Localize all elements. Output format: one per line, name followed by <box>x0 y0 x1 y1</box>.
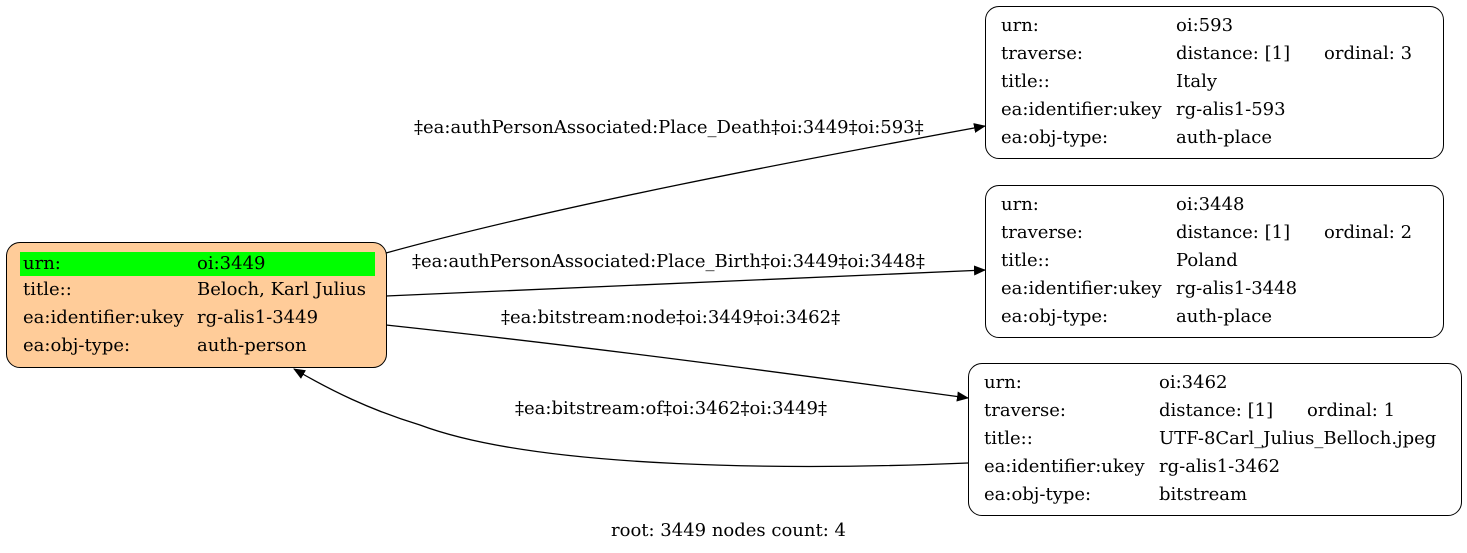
node-ukey-key: ea:identifier:ukey <box>1001 278 1162 299</box>
node-title-key: title:: <box>984 428 1033 449</box>
node-urn-key: urn: <box>1001 194 1039 215</box>
node-urn-value: oi:593 <box>1176 15 1234 36</box>
node-distance: distance: [1] <box>1159 400 1274 421</box>
node-ukey-key: ea:identifier:ukey <box>1001 99 1162 120</box>
root-ukey-value: rg-alis1-3449 <box>197 307 319 328</box>
root-urn-value-cell: oi:3449 <box>194 252 375 276</box>
root-type-value: auth-person <box>197 335 307 356</box>
node-ordinal: ordinal: 1 <box>1307 400 1396 421</box>
node-traverse-key: traverse: <box>1001 43 1083 64</box>
node-title-key: title:: <box>1001 71 1050 92</box>
edge-place-death <box>385 123 986 254</box>
node-type-value: bitstream <box>1159 484 1248 505</box>
node-oi-3462[interactable]: urn: oi:3462 traverse: distance: [1] ord… <box>968 363 1462 516</box>
node-urn-value: oi:3448 <box>1176 194 1245 215</box>
edge-bitstream-of <box>293 368 969 468</box>
node-urn-key: urn: <box>984 372 1022 393</box>
root-urn-key-cell: urn: <box>20 252 194 276</box>
node-ordinal: ordinal: 2 <box>1324 222 1413 243</box>
node-distance: distance: [1] <box>1176 222 1291 243</box>
node-oi-593[interactable]: urn: oi:593 traverse: distance: [1] ordi… <box>985 6 1444 159</box>
node-ukey-value: rg-alis1-3448 <box>1176 278 1298 299</box>
root-title-value: Beloch, Karl Julius <box>197 279 367 300</box>
node-type-value: auth-place <box>1176 306 1272 327</box>
node-title-value: Poland <box>1176 250 1238 271</box>
root-type-key: ea:obj-type: <box>23 335 131 356</box>
node-title-value: UTF-8Carl_Julius_Belloch.jpeg <box>1159 428 1437 449</box>
node-ukey-key: ea:identifier:ukey <box>984 456 1145 477</box>
node-urn-value: oi:3462 <box>1159 372 1228 393</box>
node-title-key: title:: <box>1001 250 1050 271</box>
edge-label-bitstream-of: ‡ea:bitstream:of‡oi:3462‡oi:3449‡ <box>515 398 827 419</box>
node-urn-key: urn: <box>1001 15 1039 36</box>
edge-bitstream-node <box>385 324 969 402</box>
graph-footer: root: 3449 nodes count: 4 <box>611 520 846 541</box>
node-type-key: ea:obj-type: <box>984 484 1092 505</box>
node-distance: distance: [1] <box>1176 43 1291 64</box>
node-oi-3448[interactable]: urn: oi:3448 traverse: distance: [1] ord… <box>985 185 1444 338</box>
node-ukey-value: rg-alis1-593 <box>1176 99 1286 120</box>
node-type-key: ea:obj-type: <box>1001 127 1109 148</box>
edge-label-place-death: ‡ea:authPersonAssociated:Place_Death‡oi:… <box>414 117 924 138</box>
node-ordinal: ordinal: 3 <box>1324 43 1413 64</box>
root-title-key: title:: <box>23 279 72 300</box>
node-ukey-value: rg-alis1-3462 <box>1159 456 1281 477</box>
node-type-value: auth-place <box>1176 127 1272 148</box>
node-traverse-key: traverse: <box>1001 222 1083 243</box>
edge-label-bitstream-node: ‡ea:bitstream:node‡oi:3449‡oi:3462‡ <box>501 307 841 328</box>
node-title-value: Italy <box>1176 71 1218 92</box>
node-traverse-key: traverse: <box>984 400 1066 421</box>
edge-place-birth <box>385 265 986 297</box>
root-node[interactable]: urn: oi:3449 title:: Beloch, Karl Julius… <box>6 242 387 368</box>
edge-label-place-birth: ‡ea:authPersonAssociated:Place_Birth‡oi:… <box>412 251 925 272</box>
root-ukey-key: ea:identifier:ukey <box>23 307 184 328</box>
node-type-key: ea:obj-type: <box>1001 306 1109 327</box>
